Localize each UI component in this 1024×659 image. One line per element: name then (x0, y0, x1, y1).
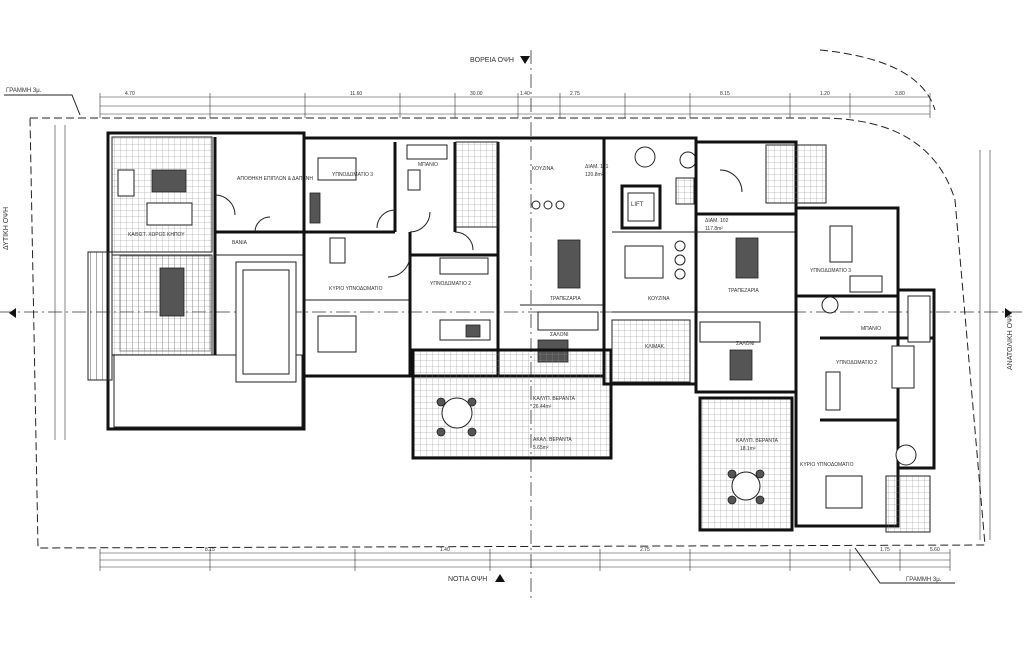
lift-label: LIFT (631, 202, 644, 208)
room-garden-label: ΚΑΘΙΣΤ. ΧΩΡΟΣ ΚΗΠΟΥ (128, 232, 185, 238)
plot-boundary (29, 117, 986, 549)
dim-bot-2: 1.40 (440, 547, 450, 553)
left-apartment (302, 136, 606, 378)
side-dimension-lines (54, 125, 991, 540)
stair-label: ΚΛΙΜΑΚ. (645, 344, 665, 350)
bottom-dimension-lines: 8.15 1.40 2.75 1.75 5.60 (99, 547, 951, 571)
dim-top-2: 11.60 (350, 91, 362, 97)
south-arrow-icon (495, 574, 505, 582)
room-storage-label: ΑΠΟΘΗΚΗ ΕΠΙΠΛΩΝ & ΔΑΠΑΝΗ (237, 176, 313, 182)
south-elevation-label: ΝΟΤΙΑ ΟΨΗ (448, 576, 487, 583)
dim-bot-3: 2.75 (640, 547, 650, 553)
building-line-top-label: ΓΡΑΜΜΗ 3μ. (6, 88, 42, 94)
dim-bot-4: 1.75 (880, 547, 890, 553)
dim-top-3: 30.00 (470, 91, 483, 97)
room-bath-small-label: ΒΑΝΙΑ (232, 240, 248, 246)
room-bath-left-label: ΜΠΑΝΙΟ (418, 162, 438, 168)
room-uncovered-left-label: ΑΚΑΛ. ΒΕΡΑΝΤΑ (533, 437, 572, 443)
room-master-left-label: ΚΥΡΙΟ ΥΠΝΟΔΩΜΑΤΙΟ (329, 286, 383, 292)
room-bedroom3-right-label: ΥΠΝΟΔΩΜΑΤΙΟ 3 (810, 268, 851, 274)
right-apartment (612, 140, 827, 394)
dim-top-1: 4.70 (125, 91, 135, 97)
right-veranda (698, 396, 794, 532)
room-bedroom3-left-label: ΥΠΝΟΔΩΜΑΤΙΟ 3 (332, 172, 373, 178)
room-living-left-label: ΣΑΛΟΝΙ (550, 332, 569, 338)
room-veranda-left-label: ΚΑΛΥΠ. ΒΕΡΑΝΤΑ (533, 396, 576, 402)
room-master-right-label: ΚΥΡΙΟ ΥΠΝΟΔΩΜΑΤΙΟ (800, 462, 854, 468)
north-arrow-icon (520, 56, 530, 64)
dim-bot-1: 8.15 (205, 547, 215, 553)
west-arrow-icon (9, 308, 16, 318)
room-kitchen-left-label: ΚΟΥΖΙΝΑ (532, 166, 554, 172)
building-line-bottom-leader (854, 547, 955, 584)
dim-bot-5: 5.60 (930, 547, 940, 553)
building-line-bottom-label: ΓΡΑΜΜΗ 3μ. (906, 577, 942, 583)
east-arrow-icon (1005, 308, 1012, 318)
dim-top-6: 8.15 (720, 91, 730, 97)
north-elevation-label: ΒΟΡΕΙΑ ΟΨΗ (470, 57, 514, 64)
apt-right-area: 117.8m² (705, 226, 723, 232)
room-dining-right-label: ΤΡΑΠΕΖΑΡΙΑ (728, 288, 759, 294)
left-veranda (411, 348, 613, 460)
dim-top-5: 2.75 (570, 91, 580, 97)
right-bedroom-wing (794, 206, 936, 533)
west-elevation-label: ΔΥΤΙΚΗ ΟΨΗ (3, 207, 10, 250)
room-bedroom2-right-label: ΥΠΝΟΔΩΜΑΤΙΟ 2 (836, 360, 877, 366)
dim-top-7: 1.20 (820, 91, 830, 97)
apt-left-label: ΔΙΑΜ. 101 (585, 164, 609, 170)
dim-top-4: 1.40 (520, 91, 530, 97)
core-lift-stairs (602, 136, 698, 386)
room-veranda-right-label: ΚΑΛΥΠ. ΒΕΡΑΝΤΑ (736, 438, 779, 444)
top-dimension-lines: 4.70 11.60 30.00 1.40 2.75 8.15 1.20 3.8… (99, 91, 931, 118)
room-bath-right-label: ΜΠΑΝΙΟ (861, 326, 881, 332)
apt-left-area: 120.8m² (585, 172, 604, 178)
room-uncovered-left-area: 5.65m² (533, 445, 549, 451)
room-veranda-left-area: 26.44m² (533, 404, 552, 410)
room-kitchen-right-label: ΚΟΥΖΙΝΑ (648, 296, 670, 302)
dim-top-8: 3.80 (895, 91, 905, 97)
room-living-right-label: ΣΑΛΟΝΙ (736, 341, 755, 347)
room-veranda-right-area: 18.1m² (740, 446, 756, 452)
room-bedroom2-left-label: ΥΠΝΟΔΩΜΑΤΙΟ 2 (430, 281, 471, 287)
east-elevation-label: ΑΝΑΤΟΛΙΚΗ ΟΨΗ (1007, 312, 1014, 370)
apt-right-label: ΔΙΑΜ. 102 (705, 218, 729, 224)
building-line-top-leader (4, 94, 81, 116)
plot-boundary-arc (819, 49, 936, 111)
room-dining-left-label: ΤΡΑΠΕΖΑΡΙΑ (550, 296, 581, 302)
